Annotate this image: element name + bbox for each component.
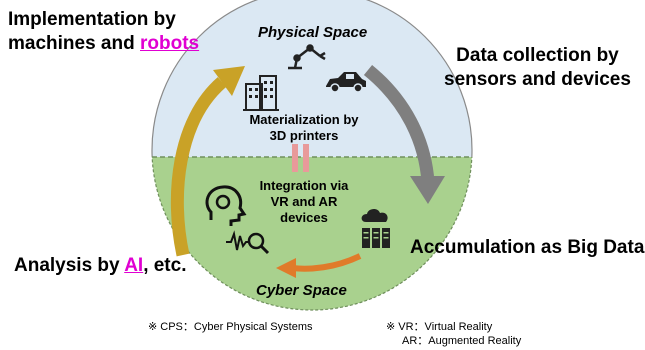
physical-space-region [152, 0, 472, 157]
data-collection-line1: Data collection by [456, 45, 619, 66]
analysis-arrow [276, 253, 362, 278]
waveform-magnifier-icon [226, 230, 270, 255]
implementation-label: Implementation by machines and robots [8, 8, 199, 56]
data-collection-label: Data collection by sensors and devices [444, 44, 631, 92]
vr-footnote: ※ VR：Virtual Reality [386, 321, 493, 333]
materialization-label: Materialization by 3D printers [249, 112, 359, 143]
cyber-space-title: Cyber Space [256, 282, 347, 299]
ai-link[interactable]: AI [124, 255, 144, 276]
integration-label: Integration via VR and AR devices [259, 178, 349, 225]
cps-footnote: ※ CPS：Cyber Physical Systems [148, 321, 313, 333]
robot-arm-icon [288, 44, 326, 70]
cyber-space-region [152, 157, 472, 310]
building-icon [243, 75, 279, 111]
head-icon [205, 185, 247, 226]
robots-link[interactable]: robots [140, 33, 200, 54]
implementation-line1: Implementation by [8, 9, 176, 30]
equals-sign [292, 144, 309, 172]
implementation-line2: machines and robots [8, 33, 200, 54]
ar-footnote: AR：Augmented Reality [402, 335, 522, 347]
physical-space-title: Physical Space [258, 24, 368, 41]
analysis-label: Analysis by AI, etc. [14, 255, 187, 276]
data-collection-line2: sensors and devices [444, 69, 631, 90]
accumulation-label: Accumulation as Big Data [410, 237, 645, 258]
car-icon [326, 72, 366, 93]
data-collection-arrow [363, 64, 445, 204]
cloud-server-icon [361, 208, 390, 248]
implementation-arrow [170, 66, 245, 257]
